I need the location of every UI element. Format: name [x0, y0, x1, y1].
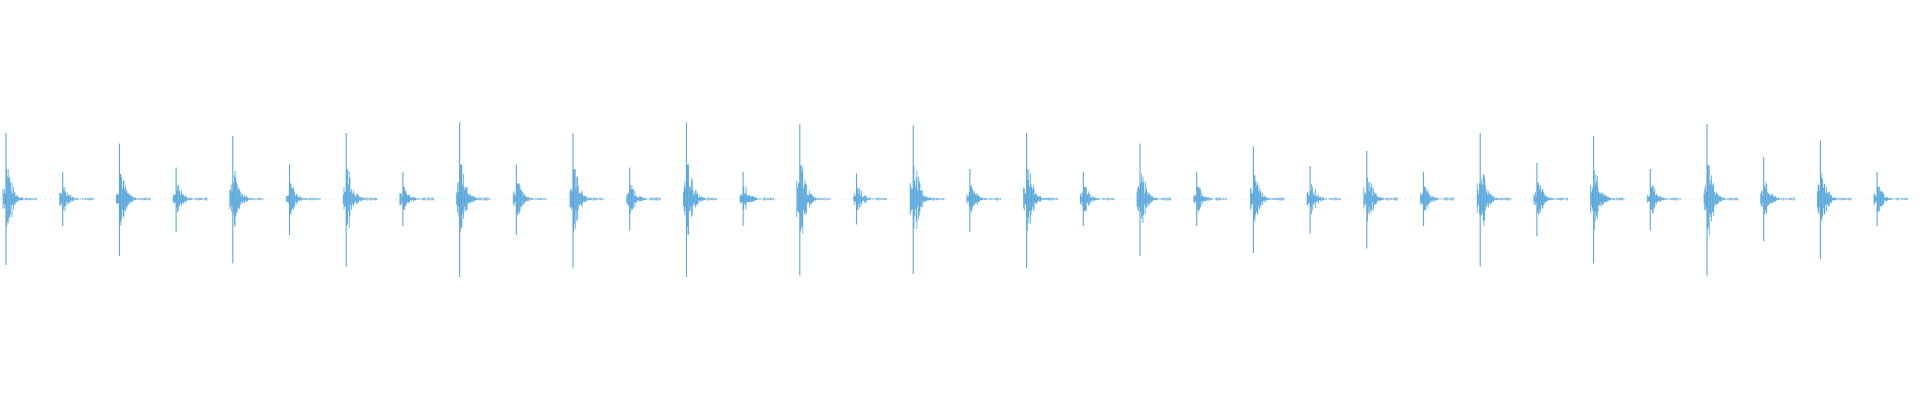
waveform-transient — [626, 167, 661, 231]
waveform-transient — [1703, 124, 1739, 276]
waveform-transient — [1873, 172, 1909, 226]
waveform-transient — [59, 172, 94, 226]
waveform-transient — [796, 124, 831, 276]
waveform-transient — [2, 133, 38, 265]
waveform-transient — [909, 125, 945, 274]
waveform-transient — [1250, 146, 1285, 253]
waveform-transient — [1760, 157, 1795, 241]
waveform-transient — [286, 164, 321, 235]
waveform-transient — [229, 136, 264, 264]
waveform-transient — [116, 143, 151, 256]
waveform-transient — [1023, 133, 1058, 268]
waveform-transient — [569, 133, 605, 268]
waveform-transient — [1533, 163, 1569, 237]
waveform-transient — [966, 169, 1002, 232]
waveform-transient — [342, 133, 378, 267]
waveform-transient — [1306, 166, 1342, 234]
waveform-transient — [1136, 143, 1172, 256]
waveform-transient — [1590, 136, 1625, 264]
waveform-transient — [456, 122, 491, 277]
waveform-transient — [683, 122, 718, 277]
waveform-transient — [1420, 172, 1455, 226]
waveform-transient — [1079, 172, 1115, 226]
waveform-transient — [1646, 169, 1682, 231]
waveform-transient — [399, 172, 434, 226]
waveform-transient — [1817, 140, 1852, 259]
waveform-transient — [512, 164, 548, 235]
waveform-transient — [739, 172, 775, 226]
waveform-transient — [172, 167, 208, 232]
waveform-transient — [853, 173, 888, 225]
waveform-transient — [1193, 172, 1228, 226]
waveform-transient — [1476, 133, 1512, 267]
waveform-transient — [1363, 151, 1398, 249]
